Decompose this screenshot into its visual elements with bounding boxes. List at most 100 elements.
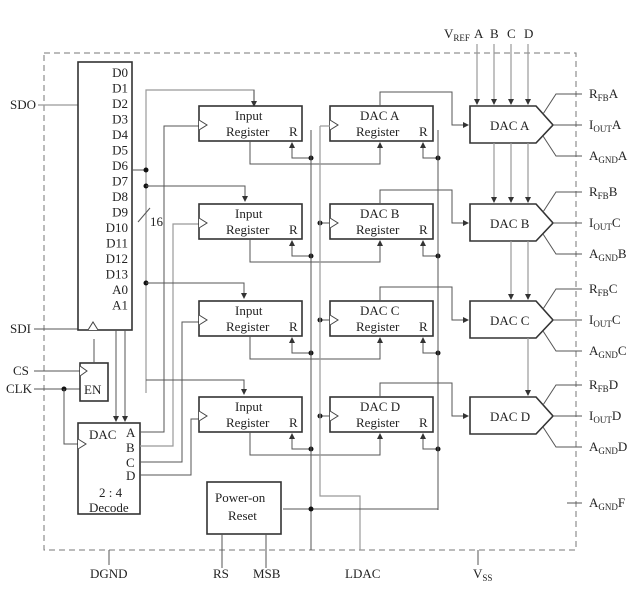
dac-2: DAC C	[469, 288, 582, 352]
pin-vref: VREF	[444, 26, 470, 43]
clock-triangle-icon	[329, 314, 339, 326]
register-label: Register	[356, 222, 400, 237]
shift-bit-label: D1	[112, 81, 128, 96]
pin-dgnd: DGND	[90, 566, 128, 581]
register-label: Register	[356, 415, 400, 430]
shift-bit-label: D2	[112, 96, 128, 111]
shift-bit-label: D8	[112, 189, 128, 204]
pin-vref-b: B	[490, 26, 499, 41]
register-label: DAC C	[360, 303, 399, 318]
shift-bit-label: D12	[106, 251, 128, 266]
decoder-output-d: D	[126, 468, 135, 483]
decoder-output-a: A	[126, 425, 136, 440]
clock-triangle-icon	[79, 365, 88, 377]
register-label: Register	[226, 415, 270, 430]
shift-bit-label: D13	[106, 267, 128, 282]
register-label: Input	[235, 303, 263, 318]
dac-1: DAC B	[469, 191, 582, 255]
register-label: Input	[235, 206, 263, 221]
shift-bit-label: D3	[112, 112, 128, 127]
pin-msb: MSB	[253, 566, 281, 581]
reset-label: R	[289, 222, 298, 237]
pin-rs: RS	[213, 566, 229, 581]
pin-sdo: SDO	[10, 97, 78, 112]
pin-right: IOUTC	[589, 215, 621, 232]
pin-right: IOUTD	[589, 408, 621, 425]
pin-cs: CS	[13, 363, 80, 378]
register-label: DAC D	[360, 399, 400, 414]
reset-label: R	[419, 222, 428, 237]
dac-label: DAC A	[490, 118, 530, 133]
pin-right: AGNDB	[589, 246, 627, 263]
enable-block: EN	[79, 339, 109, 402]
clock-triangle-icon	[77, 438, 87, 450]
pin-vss: VSS	[473, 566, 492, 583]
shift-bit-label: D10	[106, 220, 128, 235]
shift-bit-label: D0	[112, 65, 128, 80]
shift-bit-label: D7	[112, 174, 128, 189]
register-label: Input	[235, 108, 263, 123]
reset-label: R	[419, 415, 428, 430]
shift-bit-label: D6	[112, 158, 128, 173]
dac-0: DAC A	[469, 93, 582, 157]
shift-bit-label: A1	[112, 298, 128, 313]
decoder-output-b: B	[126, 440, 135, 455]
por-line2: Reset	[228, 508, 257, 523]
decoder-title: DAC	[89, 427, 116, 442]
dac-label: DAC B	[490, 216, 530, 231]
reset-label: R	[419, 319, 428, 334]
decoder: DAC A B C D 2 : 4 Decode	[77, 422, 141, 515]
pin-vref-c: C	[507, 26, 516, 41]
clock-triangle-icon	[329, 410, 339, 422]
pin-label: CLK	[6, 381, 33, 396]
shift-bit-label: D9	[112, 205, 128, 220]
clock-triangle-icon	[198, 410, 208, 422]
clock-triangle-icon	[198, 217, 208, 229]
shift-bit-label: D5	[112, 143, 128, 158]
clock-triangle-icon	[329, 119, 339, 131]
pin-right: AGNDF	[589, 495, 625, 512]
clock-triangle-icon	[198, 119, 208, 131]
pin-right: IOUTC	[589, 312, 621, 329]
shift-bit-label: D11	[106, 236, 128, 251]
register-label: Register	[226, 319, 270, 334]
pin-right: RFBA	[589, 86, 619, 103]
pin-vref-d: D	[524, 26, 533, 41]
por-line1: Power-on	[215, 490, 266, 505]
register-label: Register	[356, 124, 400, 139]
bus-slash-icon	[137, 207, 151, 223]
clock-triangle-icon	[198, 314, 208, 326]
pin-sdi: SDI	[10, 321, 78, 336]
pin-label: CS	[13, 363, 29, 378]
chip-boundary	[43, 52, 577, 551]
shift-bit-label: D4	[112, 127, 128, 142]
clock-triangle-icon	[329, 217, 339, 229]
pin-label: SDI	[10, 321, 31, 336]
pin-right: AGNDA	[589, 148, 628, 165]
power-on-reset: Power-on Reset	[206, 481, 282, 568]
pin-right: RFBB	[589, 184, 618, 201]
pin-label: SDO	[10, 97, 36, 112]
dac-label: DAC C	[490, 313, 529, 328]
decoder-output-c: C	[126, 455, 135, 470]
shift-register-box	[77, 61, 133, 331]
reset-label: R	[289, 415, 298, 430]
decoder-label: Decode	[89, 500, 129, 515]
register-label: Register	[356, 319, 400, 334]
register-label: Register	[226, 222, 270, 237]
pin-right: AGNDC	[589, 343, 627, 360]
decoder-ratio: 2 : 4	[99, 485, 123, 500]
pin-right: RFBC	[589, 281, 617, 298]
reset-label: R	[289, 319, 298, 334]
register-label: DAC B	[360, 206, 400, 221]
pin-right: RFBD	[589, 377, 618, 394]
reset-label: R	[419, 124, 428, 139]
dac-label: DAC D	[490, 409, 530, 424]
